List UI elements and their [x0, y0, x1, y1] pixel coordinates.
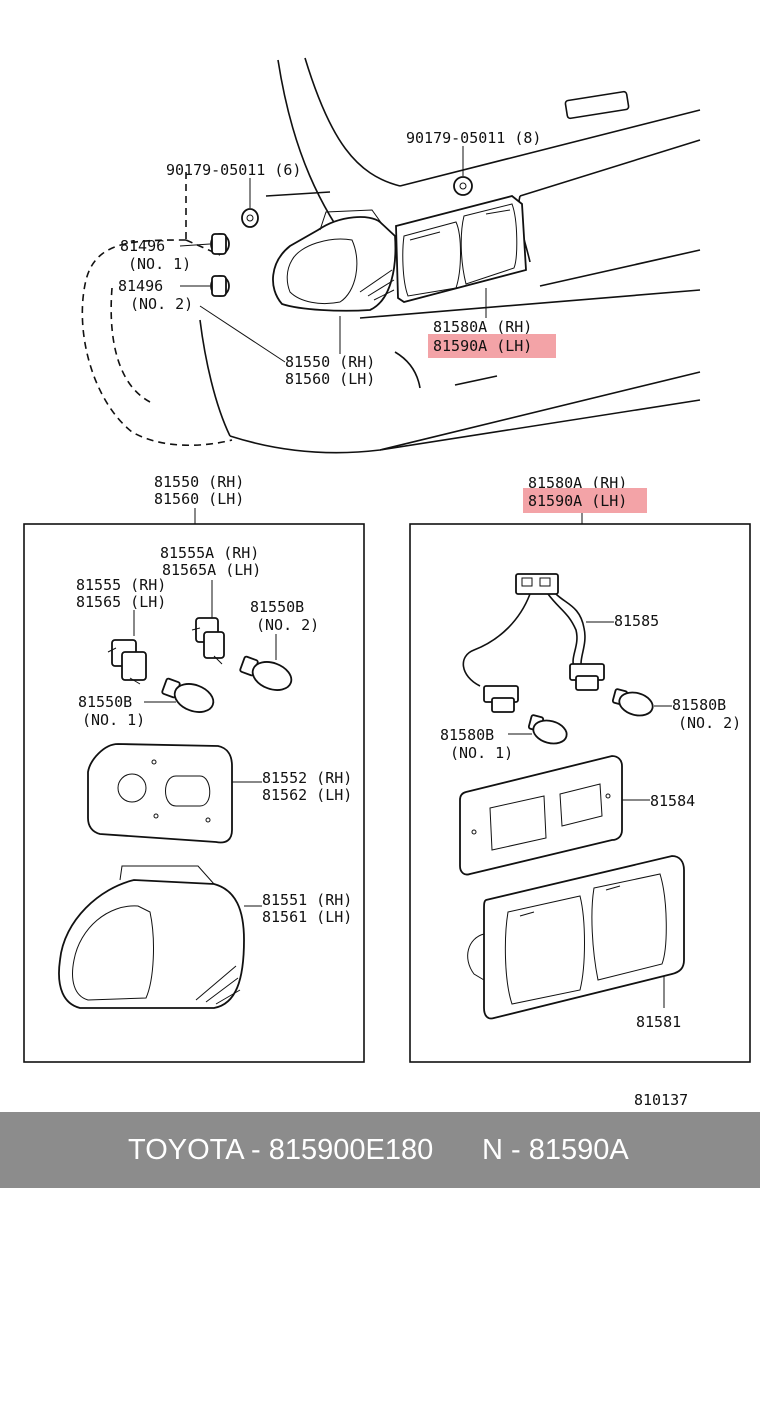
label-bulb-b-no2: 81550B [250, 598, 304, 616]
label-top-side-rh: 81550 (RH) [285, 353, 375, 371]
label-gasket-rh: 81552 (RH) [262, 769, 352, 787]
label-bulb-r-no2: 81580B [672, 696, 726, 714]
bulb-icon-right-no2 [611, 688, 654, 717]
left-detail-box [23, 523, 365, 1063]
socket-a-icon [191, 617, 225, 665]
label-bulb-b-no1: 81550B [78, 693, 132, 711]
drawing-number: 810137 [634, 1091, 688, 1109]
lens-icon-left [58, 865, 245, 1009]
label-bulb-r-no1-note: (NO. 1) [450, 744, 513, 762]
label-clip-6: 90179-05011 (6) [166, 161, 301, 179]
plug-icon-2 [210, 275, 230, 297]
label-socket-rh: 81555 (RH) [76, 576, 166, 594]
socket-icon [107, 639, 147, 685]
label-socket-a-rh: 81555A (RH) [160, 544, 259, 562]
gasket-icon-left [87, 743, 233, 844]
side-lamp-top [272, 209, 397, 312]
wire-harness-icon [462, 573, 605, 713]
label-gasket-lh: 81562 (LH) [262, 786, 352, 804]
label-combo-gasket: 81584 [650, 792, 695, 810]
label-plug-1-note: (NO. 1) [128, 255, 191, 273]
right-detail-box [409, 523, 751, 1063]
label-wire: 81585 [614, 612, 659, 630]
label-left-box-lh: 81560 (LH) [154, 490, 244, 508]
vehicle-body-outline [81, 57, 701, 454]
highlight-top-combo-lh [428, 334, 556, 358]
footer-part-number: TOYOTA - 815900E180 [128, 1134, 434, 1166]
combo-lens-icon [467, 855, 685, 1020]
label-plug-2: 81496 [118, 277, 163, 295]
parts-diagram: 90179-05011 (6) 90179-05011 (8) 81496 (N… [23, 57, 751, 1109]
footer-reference: N - 81590A [482, 1134, 629, 1166]
label-left-box-rh: 81550 (RH) [154, 473, 244, 491]
label-bulb-b-no2-note: (NO. 2) [256, 616, 319, 634]
label-socket-lh: 81565 (LH) [76, 593, 166, 611]
label-plug-1: 81496 [120, 237, 165, 255]
clip-icon-6 [241, 208, 259, 228]
label-combo-lens: 81581 [636, 1013, 681, 1031]
label-top-combo-rh: 81580A (RH) [433, 318, 532, 336]
bulb-icon-left-no2 [239, 655, 293, 691]
label-clip-8: 90179-05011 (8) [406, 129, 541, 147]
combo-gasket-icon [459, 755, 623, 876]
label-lens-rh: 81551 (RH) [262, 891, 352, 909]
highlight-right-box-lh [523, 488, 647, 513]
label-plug-2-note: (NO. 2) [130, 295, 193, 313]
rear-combination-lamp-top [395, 195, 527, 303]
label-bulb-r-no2-note: (NO. 2) [678, 714, 741, 732]
label-bulb-b-no1-note: (NO. 1) [82, 711, 145, 729]
label-top-combo-lh: 81590A (LH) [433, 337, 532, 355]
label-right-box-lh: 81590A (LH) [528, 492, 627, 510]
label-bulb-r-no1: 81580B [440, 726, 494, 744]
label-lens-lh: 81561 (LH) [262, 908, 352, 926]
clip-icon-8 [453, 176, 473, 196]
bulb-icon-left-no1 [161, 677, 215, 713]
plug-icon-1 [210, 233, 230, 255]
bulb-icon-right-no1 [527, 714, 568, 745]
footer-bar: TOYOTA - 815900E180 N - 81590A [0, 1112, 760, 1188]
label-socket-a-lh: 81565A (LH) [162, 561, 261, 579]
top-leaders [179, 146, 487, 363]
label-right-box-rh: 81580A (RH) [528, 474, 627, 492]
label-top-side-lh: 81560 (LH) [285, 370, 375, 388]
